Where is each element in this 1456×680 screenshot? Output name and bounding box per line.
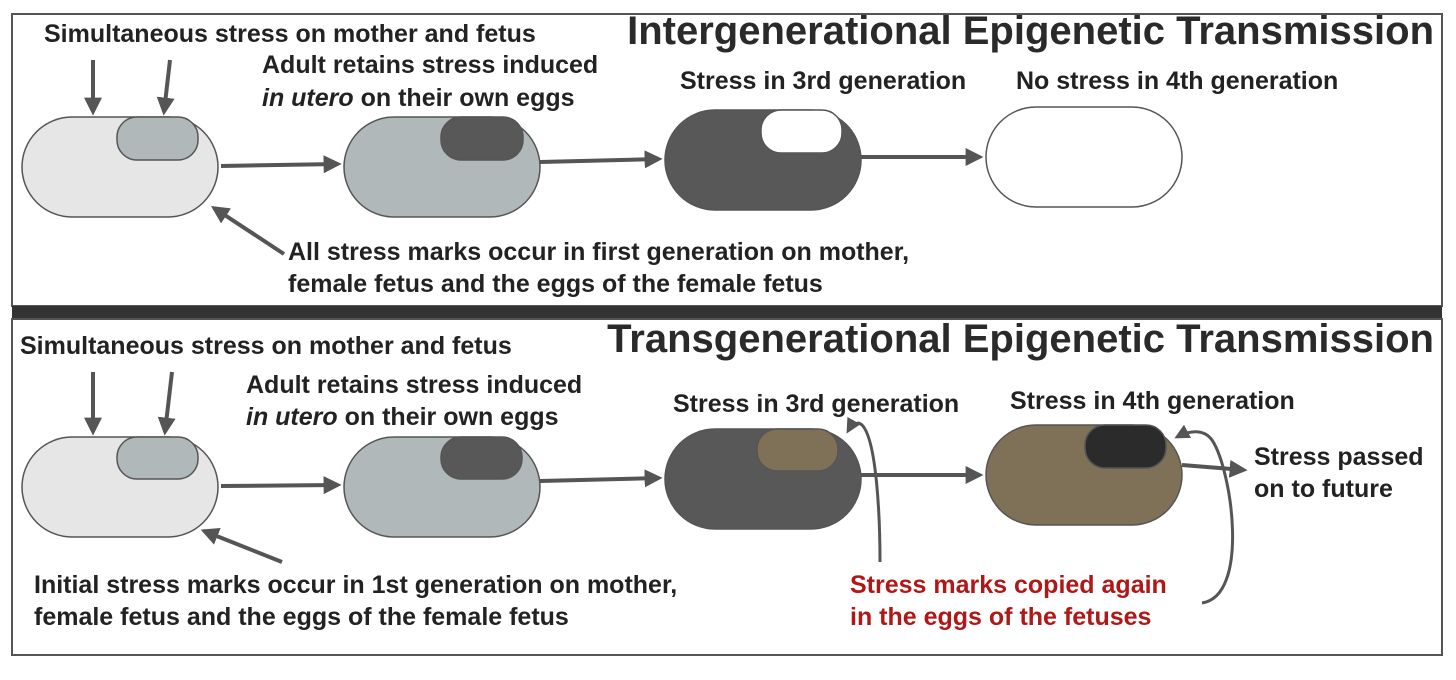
panel-title: Transgenerational Epigenetic Transmissio… xyxy=(607,317,1434,361)
copied-label-line2: in the eggs of the fetuses xyxy=(850,603,1151,631)
adult-label-line2: in utero on their own eggs xyxy=(246,403,559,431)
panel-divider xyxy=(12,306,1442,319)
adult-egg xyxy=(440,116,524,161)
adult-label-line1: Adult retains stress induced xyxy=(262,51,598,79)
gen3-egg xyxy=(756,428,839,472)
gen4-label: No stress in 4th generation xyxy=(1016,67,1338,95)
adult-label-rest: on their own eggs xyxy=(354,84,575,112)
arrow-gen1-to-gen2 xyxy=(220,155,342,174)
in-utero-text: in utero xyxy=(246,403,338,431)
cell-gen4 xyxy=(985,424,1183,526)
gen3-label: Stress in 3rd generation xyxy=(673,390,959,418)
stress-arrow-fetus xyxy=(156,59,175,116)
gen4-cell xyxy=(985,106,1183,208)
cell-gen2-adult xyxy=(343,116,541,218)
arrow-to-future xyxy=(1181,459,1248,478)
cell-gen1-mother xyxy=(21,116,219,218)
panel-border xyxy=(11,318,1443,656)
marks-label-line1: All stress marks occur in first generati… xyxy=(288,238,909,266)
adult-label-line2: in utero on their own eggs xyxy=(262,84,575,112)
future-label-line1: Stress passed xyxy=(1254,443,1424,471)
pointer-arrow-to-mother xyxy=(200,527,283,564)
adult-label-rest: on their own eggs xyxy=(338,403,559,431)
stress-arrow-fetus xyxy=(157,371,176,436)
transgenerational-panel: Transgenerational Epigenetic Transmissio… xyxy=(11,317,1443,656)
gen4-label: Stress in 4th generation xyxy=(1010,387,1295,415)
cell-gen3 xyxy=(664,428,862,530)
stress-label: Simultaneous stress on mother and fetus xyxy=(44,20,536,48)
gen3-label: Stress in 3rd generation xyxy=(680,67,966,95)
panel-title: Intergenerational Epigenetic Transmissio… xyxy=(627,9,1434,53)
marks-label-line2: female fetus and the eggs of the female … xyxy=(34,603,569,631)
copy-curve-gen4 xyxy=(1174,424,1235,605)
cell-gen2-adult xyxy=(343,436,541,538)
in-utero-text: in utero xyxy=(262,84,354,112)
stress-label: Simultaneous stress on mother and fetus xyxy=(20,332,512,360)
arrow-gen1-to-gen2 xyxy=(220,476,342,495)
marks-label-line1: Initial stress marks occur in 1st genera… xyxy=(34,571,677,599)
arrow-gen2-to-gen3 xyxy=(539,150,663,169)
fetus-egg xyxy=(116,436,199,480)
adult-egg xyxy=(440,436,523,480)
marks-label-line2: female fetus and the eggs of the female … xyxy=(288,270,823,298)
cell-gen1-mother xyxy=(21,436,219,538)
pointer-arrow-to-mother xyxy=(210,206,286,256)
fetus-egg xyxy=(116,116,199,161)
copied-label-line1: Stress marks copied again xyxy=(850,571,1167,599)
gen4-egg xyxy=(1084,424,1167,469)
arrow-gen2-to-gen3 xyxy=(539,469,663,488)
intergenerational-panel: Intergenerational Epigenetic Transmissio… xyxy=(11,9,1443,307)
future-label-line2: on to future xyxy=(1254,475,1393,503)
cell-gen4 xyxy=(985,106,1183,208)
gen3-egg xyxy=(760,109,843,154)
copy-curve-gen3 xyxy=(846,416,882,563)
cell-gen3 xyxy=(664,109,862,211)
adult-label-line1: Adult retains stress induced xyxy=(246,371,582,399)
